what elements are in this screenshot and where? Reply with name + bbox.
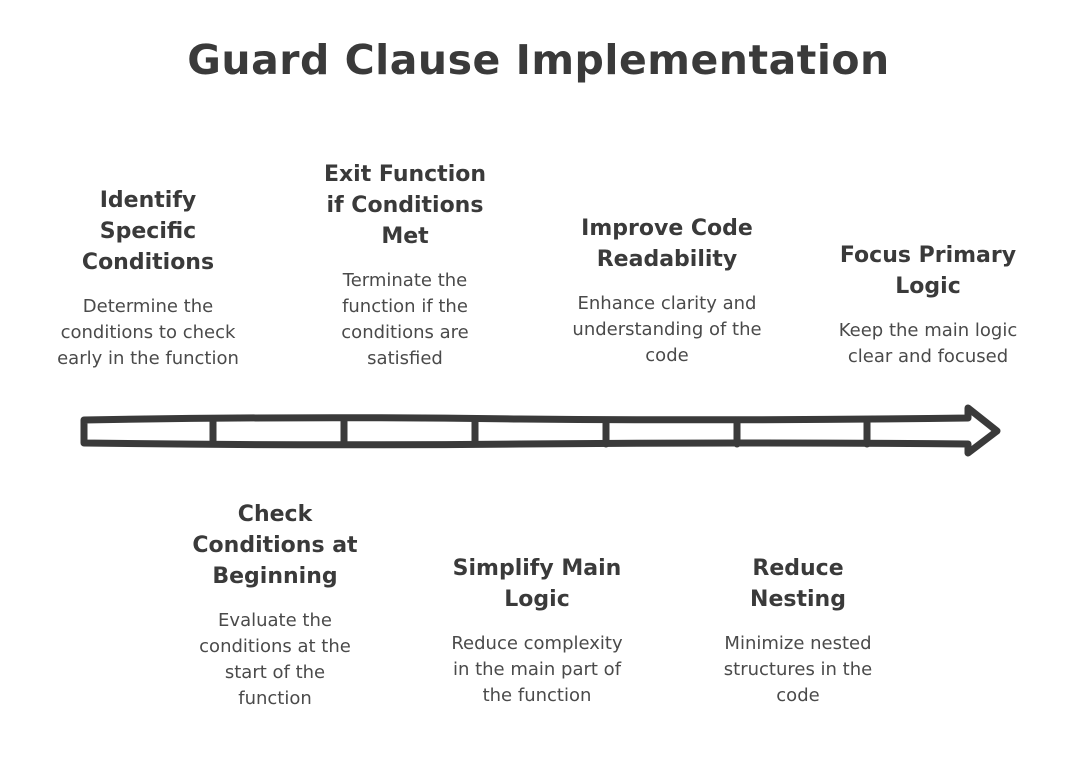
step-title: Improve Code Readability <box>581 216 753 272</box>
step-focus-logic: Focus Primary Logic Keep the main logic … <box>808 240 1048 370</box>
step-identify-conditions: Identify Specific Conditions Determine t… <box>28 185 268 372</box>
step-title: Exit Function if Conditions Met <box>323 162 487 249</box>
step-title: Simplify Main Logic <box>452 556 622 612</box>
step-description: Minimize nested structures in the code <box>723 633 873 706</box>
step-description: Keep the main logic clear and focused <box>838 320 1018 367</box>
step-title: Reduce Nesting <box>750 556 846 612</box>
step-improve-readability: Improve Code Readability Enhance clarity… <box>542 213 792 369</box>
step-title: Identify Specific Conditions <box>81 188 215 275</box>
step-description: Determine the conditions to check early … <box>57 296 239 369</box>
step-check-conditions: Check Conditions at Beginning Evaluate t… <box>165 499 385 712</box>
step-exit-function: Exit Function if Conditions Met Terminat… <box>285 159 525 372</box>
timeline-body <box>80 404 1001 457</box>
step-reduce-nesting: Reduce Nesting Minimize nested structure… <box>688 553 908 709</box>
step-description: Terminate the function if the conditions… <box>341 270 469 369</box>
step-description: Reduce complexity in the main part of th… <box>451 633 623 706</box>
step-description: Evaluate the conditions at the start of … <box>199 610 351 709</box>
diagram-title: Guard Clause Implementation <box>187 36 890 84</box>
step-description: Enhance clarity and understanding of the… <box>572 293 762 366</box>
step-title: Focus Primary Logic <box>839 243 1017 299</box>
step-simplify-logic: Simplify Main Logic Reduce complexity in… <box>417 553 657 709</box>
step-title: Check Conditions at Beginning <box>192 502 358 589</box>
